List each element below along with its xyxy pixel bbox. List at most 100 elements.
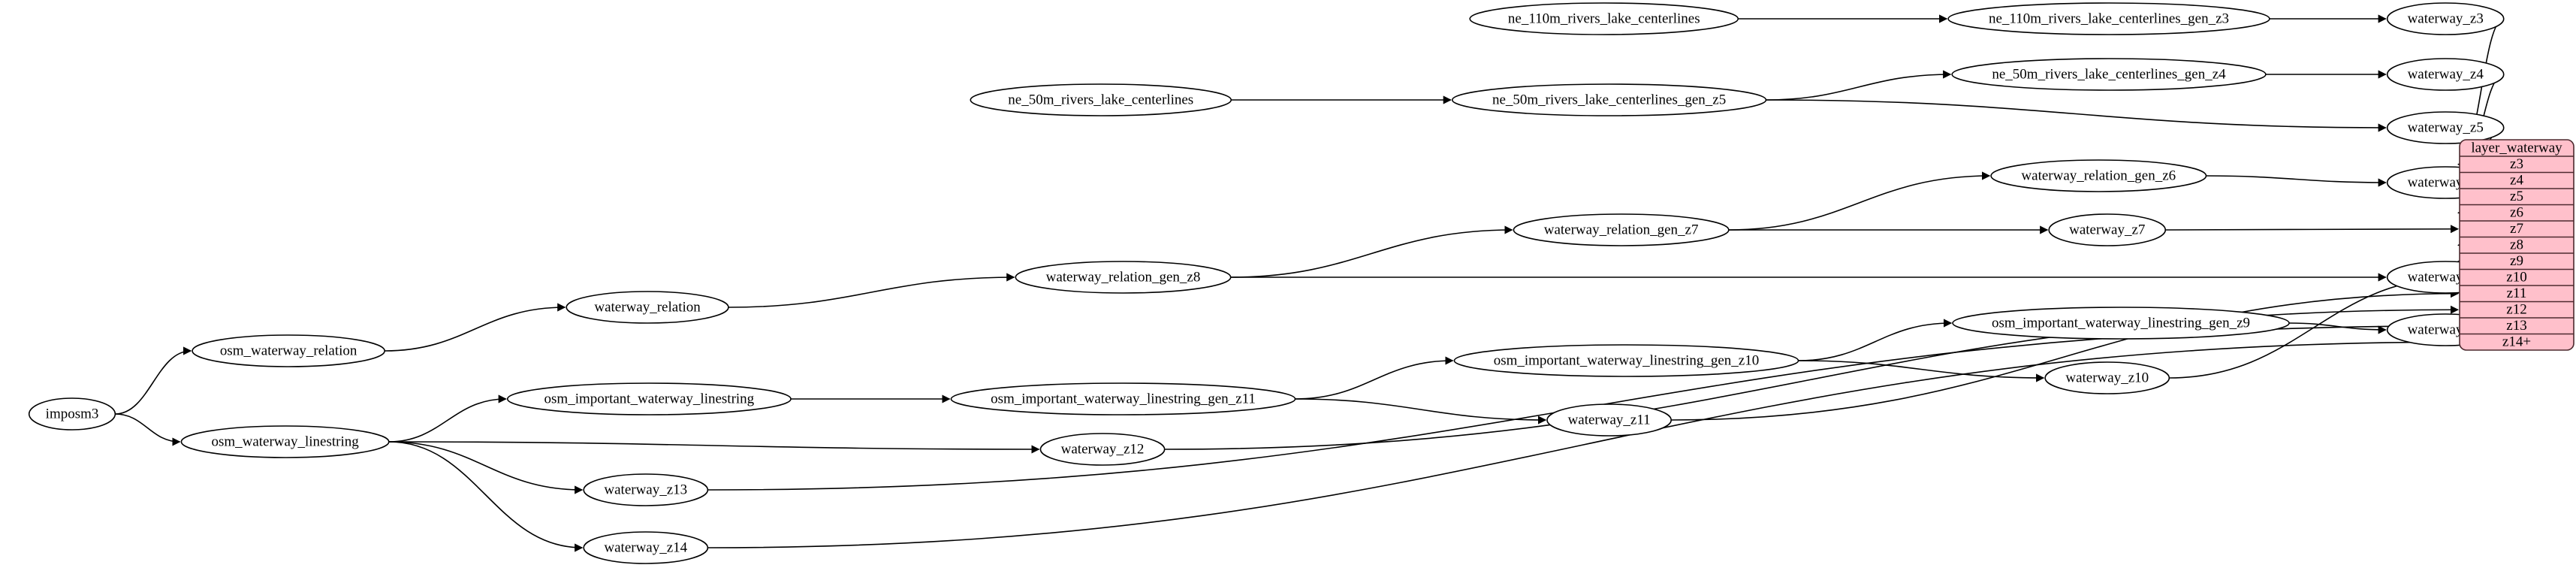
graph-node-ne_50m_rivers_lake_centerlines_gen_z4[interactable]: ne_50m_rivers_lake_centerlines_gen_z4 [1951, 58, 2267, 91]
node-ellipse [950, 382, 1296, 415]
node-ellipse [566, 291, 729, 324]
graph-node-waterway_z11[interactable]: waterway_z11 [1546, 403, 1673, 437]
graph-node-waterway_z10[interactable]: waterway_z10 [2044, 361, 2170, 394]
graph-node-ne_50m_rivers_lake_centerlines_gen_z5[interactable]: ne_50m_rivers_lake_centerlines_gen_z5 [1451, 83, 1767, 116]
node-label: waterway_relation_gen_z6 [2021, 168, 2176, 183]
graph-node-ne_110m_rivers_lake_centerlines_gen_z3[interactable]: ne_110m_rivers_lake_centerlines_gen_z3 [1947, 2, 2270, 35]
graph-edge [1295, 356, 1454, 400]
node-ellipse [2386, 111, 2505, 144]
graph-node-waterway_z12[interactable]: waterway_z12 [1039, 433, 1166, 466]
graph-node-waterway_z4[interactable]: waterway_z4 [2386, 58, 2505, 91]
node-label: waterway_z12 [1061, 441, 1145, 457]
node-label: imposm3 [46, 406, 99, 421]
node-ellipse [583, 531, 709, 564]
node-ellipse [1015, 261, 1232, 294]
node-ellipse [1546, 403, 1673, 437]
graph-node-osm_waterway_relation[interactable]: osm_waterway_relation [192, 334, 386, 367]
graph-node-waterway_z5[interactable]: waterway_z5 [2386, 111, 2505, 144]
table-row-z7[interactable]: z7 [2510, 221, 2523, 237]
graph-node-osm_important_waterway_linestring[interactable]: osm_important_waterway_linestring [506, 382, 792, 415]
node-label: waterway_z3 [2408, 11, 2484, 26]
graph-edge [1766, 70, 1952, 101]
node-ellipse [1951, 58, 2267, 91]
table-row-z14+[interactable]: z14+ [2502, 334, 2531, 350]
graph-node-waterway_z14[interactable]: waterway_z14 [583, 531, 709, 564]
graph-node-osm_important_waterway_linestring_gen_z11[interactable]: osm_important_waterway_linestring_gen_z1… [950, 382, 1296, 415]
node-ellipse [506, 382, 792, 415]
node-label: waterway_z4 [2408, 66, 2484, 82]
node-label: waterway_z10 [2065, 370, 2149, 385]
table-row-z12[interactable]: z12 [2506, 302, 2526, 318]
table-shell [2459, 139, 2574, 351]
node-label: osm_waterway_relation [220, 343, 357, 358]
graph-edge [115, 413, 181, 446]
node-ellipse [180, 425, 390, 458]
graph-edge [2289, 322, 2387, 334]
graph-edge [2206, 175, 2387, 187]
table-row-z8[interactable]: z8 [2510, 237, 2523, 253]
node-label: waterway_relation [594, 299, 701, 315]
node-ellipse [2048, 213, 2167, 246]
graph-node-waterway_relation[interactable]: waterway_relation [566, 291, 729, 324]
graph-node-waterway_relation_gen_z6[interactable]: waterway_relation_gen_z6 [1990, 159, 2207, 192]
table-row-z11[interactable]: z11 [2507, 286, 2527, 301]
layer-waterway-table: layer_waterwayz3z4z5z6z7z8z9z10z11z12z13… [2459, 139, 2574, 351]
node-label: waterway_relation_gen_z7 [1544, 222, 1699, 237]
graph-edge [388, 441, 584, 552]
table-row-z6[interactable]: z6 [2510, 205, 2523, 221]
graph-node-waterway_relation_gen_z8[interactable]: waterway_relation_gen_z8 [1015, 261, 1232, 294]
graph-edge [1766, 99, 2387, 132]
graph-node-osm_waterway_linestring[interactable]: osm_waterway_linestring [180, 425, 390, 458]
node-ellipse [192, 334, 386, 367]
node-ellipse [583, 473, 709, 506]
node-label: osm_important_waterway_linestring_gen_z1… [1494, 352, 1760, 368]
graph-edge [1671, 289, 2460, 421]
table-row-z9[interactable]: z9 [2510, 253, 2523, 269]
node-label: ne_50m_rivers_lake_centerlines [1008, 92, 1193, 107]
graph-node-waterway_z13[interactable]: waterway_z13 [583, 473, 709, 506]
graph-edge [1295, 398, 1547, 425]
node-label: osm_important_waterway_linestring_gen_z1… [991, 391, 1256, 406]
edge-layer [115, 14, 2505, 552]
node-ellipse [2044, 361, 2170, 394]
table-title: layer_waterway [2471, 140, 2562, 156]
graph-edge [388, 441, 584, 494]
graph-node-ne_110m_rivers_lake_centerlines[interactable]: ne_110m_rivers_lake_centerlines [1469, 2, 1739, 35]
graph-node-osm_important_waterway_linestring_gen_z9[interactable]: osm_important_waterway_linestring_gen_z9 [1952, 307, 2290, 340]
graph-node-waterway_relation_gen_z7[interactable]: waterway_relation_gen_z7 [1513, 213, 1730, 246]
node-ellipse [1469, 2, 1739, 35]
graph-edge [728, 273, 1015, 308]
graph-node-osm_important_waterway_linestring_gen_z10[interactable]: osm_important_waterway_linestring_gen_z1… [1453, 344, 1799, 377]
table-row-z4[interactable]: z4 [2510, 173, 2523, 189]
node-label: waterway_z13 [604, 482, 687, 497]
table-row-z10[interactable]: z10 [2506, 270, 2526, 286]
graph-edge [115, 346, 192, 415]
node-label: osm_important_waterway_linestring_gen_z9 [1992, 315, 2250, 331]
node-label: ne_50m_rivers_lake_centerlines_gen_z5 [1492, 92, 1726, 107]
node-label: waterway_z5 [2408, 119, 2484, 135]
graph-node-waterway_z7[interactable]: waterway_z7 [2048, 213, 2167, 246]
graph-node-waterway_z3[interactable]: waterway_z3 [2386, 2, 2505, 35]
node-ellipse [2386, 58, 2505, 91]
table-row-z13[interactable]: z13 [2506, 318, 2526, 334]
node-ellipse [2386, 2, 2505, 35]
node-ellipse [1451, 83, 1767, 116]
node-ellipse [1513, 213, 1730, 246]
graph-edge [1798, 360, 2045, 382]
graph-edge [1728, 171, 1991, 231]
node-ellipse [1039, 433, 1166, 466]
node-label: ne_50m_rivers_lake_centerlines_gen_z4 [1992, 66, 2226, 82]
node-ellipse [28, 397, 116, 431]
node-label: waterway_relation_gen_z8 [1046, 269, 1201, 285]
graph-edge [1230, 225, 1513, 278]
graph-node-ne_50m_rivers_lake_centerlines[interactable]: ne_50m_rivers_lake_centerlines [970, 83, 1232, 116]
graph-edge [388, 394, 507, 443]
graph-edge [388, 441, 1040, 454]
node-ellipse [970, 83, 1232, 116]
graph-node-imposm3[interactable]: imposm3 [28, 397, 116, 431]
table-row-z3[interactable]: z3 [2510, 156, 2523, 172]
node-ellipse [1990, 159, 2207, 192]
table-row-z5[interactable]: z5 [2510, 189, 2523, 204]
